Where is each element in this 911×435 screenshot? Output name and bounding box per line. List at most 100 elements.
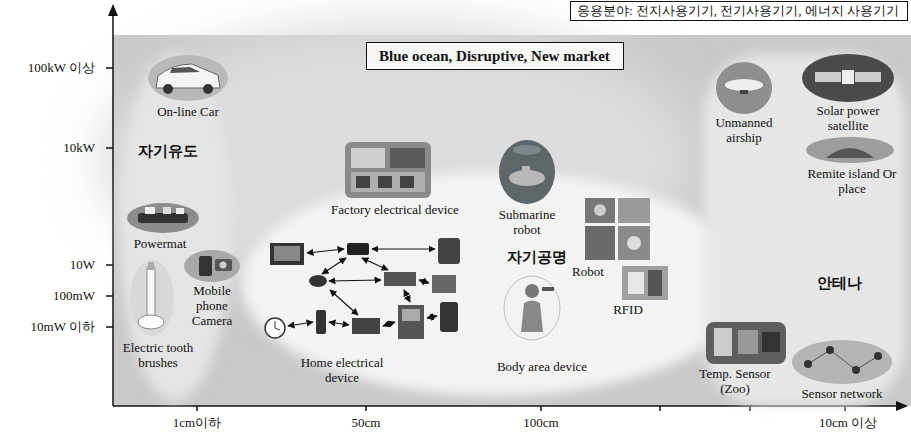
axis-label: 10kW bbox=[0, 140, 95, 155]
home-device-icons bbox=[274, 246, 300, 261]
text-holder: 안테나 bbox=[817, 274, 862, 292]
label-holder: Remite island Or place bbox=[804, 166, 900, 196]
toothbrush-photo bbox=[138, 315, 164, 329]
powermat-photo bbox=[138, 213, 188, 223]
home-device-links bbox=[307, 249, 344, 253]
temp-sensor-photo bbox=[706, 322, 786, 364]
home-device-icons bbox=[438, 238, 460, 264]
online-car-photo bbox=[163, 84, 173, 94]
satellite-photo bbox=[802, 54, 894, 102]
submarine-robot-photo bbox=[513, 145, 541, 155]
robot-photo bbox=[594, 204, 606, 216]
label-holder: 100cm bbox=[501, 415, 581, 430]
box-title: Blue ocean, Disruptive, New market bbox=[379, 47, 611, 65]
online-car-photo bbox=[148, 55, 228, 101]
axis-lines bbox=[106, 67, 113, 69]
home-device-icons bbox=[265, 318, 285, 338]
label-holder: Electric tooth brushes bbox=[116, 340, 200, 370]
home-device-icons bbox=[275, 321, 276, 328]
airship-photo bbox=[740, 90, 748, 94]
axis-lines bbox=[844, 406, 846, 411]
body-area-photo bbox=[504, 276, 560, 340]
robot-photo bbox=[618, 226, 650, 260]
axis-arrowhead bbox=[896, 401, 908, 411]
home-device-links bbox=[419, 280, 429, 283]
application-label: Temp. Sensor (Zoo) bbox=[693, 366, 777, 396]
axis-lines bbox=[749, 406, 751, 411]
axis-label: 50cm bbox=[326, 415, 406, 430]
airship-photo bbox=[716, 62, 772, 114]
axis-lines bbox=[106, 295, 113, 297]
home-device-icons bbox=[265, 238, 460, 339]
home-device-icons bbox=[309, 275, 327, 287]
application-label: Mobile phone Camera bbox=[186, 283, 238, 328]
satellite-photo bbox=[815, 72, 841, 82]
home-device-icons bbox=[275, 328, 280, 330]
factory-photo bbox=[351, 148, 385, 168]
powermat-photo bbox=[127, 203, 199, 233]
home-device-links bbox=[329, 322, 349, 325]
sensor-network-photo bbox=[826, 346, 834, 354]
region-label: 자기유도 bbox=[138, 142, 198, 160]
toothbrush-photo bbox=[130, 260, 174, 336]
axis-lines bbox=[540, 406, 542, 411]
application-label: Body area device bbox=[462, 359, 622, 374]
body-area-photo bbox=[521, 301, 543, 333]
satellite-photo bbox=[802, 54, 894, 102]
home-device-links bbox=[288, 249, 437, 326]
sensor-network-photo bbox=[852, 366, 860, 374]
temp-sensor-photo bbox=[706, 322, 786, 364]
island-photo bbox=[826, 148, 874, 158]
axis-lines bbox=[112, 14, 114, 406]
airship-photo bbox=[716, 62, 772, 114]
submarine-robot-photo bbox=[499, 140, 555, 204]
label-holder: 10kW bbox=[0, 140, 95, 155]
body-area-photo bbox=[504, 276, 560, 340]
application-label: RFID bbox=[605, 302, 651, 317]
home-device-links bbox=[322, 258, 346, 274]
rfid-photo bbox=[648, 270, 662, 296]
body-area-photo bbox=[525, 284, 539, 298]
axis-label: 1cm이하 bbox=[157, 415, 237, 430]
region-label: 자기공명 bbox=[507, 248, 567, 266]
text-holder: 자기유도 bbox=[138, 142, 198, 160]
home-device-links bbox=[404, 290, 410, 302]
axis-label: 100mW bbox=[0, 288, 95, 303]
application-label: On-line Car bbox=[138, 104, 238, 119]
home-device-icons bbox=[270, 243, 304, 265]
axis-label: 100kW 이상 bbox=[0, 60, 95, 75]
factory-photo bbox=[400, 176, 414, 188]
factory-photo bbox=[356, 176, 370, 188]
region-fill bbox=[704, 54, 905, 406]
phone-camera-photo bbox=[215, 259, 232, 271]
island-photo bbox=[806, 137, 894, 163]
axis-lines bbox=[106, 264, 113, 266]
home-device-links bbox=[383, 322, 395, 326]
label-holder: Temp. Sensor (Zoo) bbox=[693, 366, 777, 396]
robot-photo bbox=[585, 226, 615, 260]
temp-sensor-photo bbox=[738, 330, 758, 354]
axis-label: 10W bbox=[0, 257, 95, 272]
box-title: 응용분야: 전지사용기기, 전기사용기기, 에너지 사용기기 bbox=[577, 3, 901, 19]
label-holder: 100mW bbox=[0, 288, 95, 303]
label-holder: Submarine robot bbox=[491, 207, 563, 237]
robot-photo bbox=[585, 198, 650, 260]
market-box: Blue ocean, Disruptive, New market bbox=[366, 42, 624, 70]
island-photo bbox=[806, 137, 894, 163]
toothbrush-photo bbox=[147, 266, 155, 318]
home-device-links bbox=[329, 280, 381, 281]
online-car-photo bbox=[203, 84, 213, 94]
rfid-photo bbox=[628, 272, 644, 294]
powermat-photo bbox=[163, 207, 171, 214]
rfid-photo bbox=[622, 266, 668, 300]
application-label: Solar power satellite bbox=[803, 103, 893, 133]
sensor-network-photo bbox=[804, 360, 812, 368]
label-holder: 100kW 이상 bbox=[0, 60, 95, 75]
home-device-links bbox=[288, 322, 313, 326]
phone-camera-photo bbox=[184, 250, 240, 282]
phone-camera-photo bbox=[220, 262, 227, 269]
home-device-links bbox=[372, 248, 435, 249]
sensor-network-photo bbox=[792, 340, 892, 384]
axis-label: 10cm 이상 bbox=[803, 415, 893, 430]
axis-lines bbox=[365, 406, 367, 411]
